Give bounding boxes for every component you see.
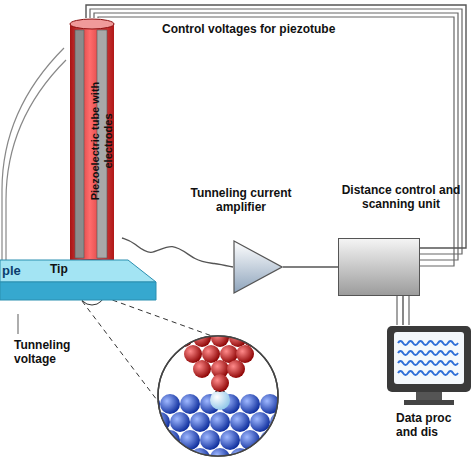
sample-atom <box>210 412 230 432</box>
tunnel-gap <box>215 391 216 392</box>
node-text: ple <box>2 264 21 278</box>
sample-atom <box>140 394 160 414</box>
part-label: Tunneling voltage <box>14 338 94 366</box>
tunnel-gap <box>219 391 220 392</box>
node-text: Data proc and dis <box>396 411 472 439</box>
voltage-wire <box>17 314 18 334</box>
sample-slab <box>0 256 160 314</box>
sample-atom <box>250 412 270 432</box>
target-atom <box>210 390 230 410</box>
control-box <box>338 238 420 296</box>
edge-label: Control voltages for piezotube <box>160 22 337 36</box>
atoms <box>140 329 290 468</box>
node-text: Tunneling current amplifier <box>185 186 297 214</box>
tip-atom <box>184 345 202 363</box>
control-cable-strand <box>98 17 454 266</box>
tip-atom <box>193 360 211 378</box>
amplifier: Tunneling current amplifier <box>185 186 297 296</box>
sample-atom <box>180 394 200 414</box>
sample-atom <box>250 448 270 468</box>
zoom-rim <box>158 336 278 456</box>
tip-atom <box>202 345 220 363</box>
sample-atom <box>180 430 200 450</box>
display-cable-strand <box>396 296 397 325</box>
piezo-tube: Piezoelectric tube with electrodes <box>62 18 122 268</box>
control-unit: Distance control and scanning unit <box>332 183 470 298</box>
sample-atom <box>230 412 250 432</box>
control-cable-strand <box>90 9 462 254</box>
monitor: Data proc and dis <box>386 325 472 450</box>
sample: ple <box>0 256 160 314</box>
tip-atom <box>211 329 229 347</box>
node-text: Piezoelectric tube with electrodes <box>89 66 115 216</box>
sample-atom <box>220 430 240 450</box>
tip-atom <box>211 374 229 392</box>
sample-atom <box>140 430 160 450</box>
sample-atom <box>170 412 190 432</box>
zoom-line <box>82 301 160 404</box>
sample-atom <box>260 430 280 450</box>
sample-atom <box>270 448 290 468</box>
signal-wire <box>122 238 233 267</box>
sample-atom <box>160 394 180 414</box>
part-label: Tip <box>50 262 68 276</box>
tip-atom <box>236 345 254 363</box>
zoom-line <box>104 297 212 336</box>
sample-atom <box>210 448 230 468</box>
signal-wire <box>283 266 338 267</box>
sample-atom <box>150 448 170 468</box>
display-cable <box>402 296 403 325</box>
sample-atom <box>270 412 290 432</box>
tunnel-gap <box>223 391 224 392</box>
control-cable-strand <box>94 13 458 260</box>
display-cable-strand <box>408 296 409 325</box>
tip-atom <box>243 329 261 347</box>
sample-atom <box>190 412 210 432</box>
sample-atom <box>170 448 190 468</box>
sample-atom <box>230 448 250 468</box>
amplifier-triangle <box>233 240 283 294</box>
sample-atom <box>240 394 260 414</box>
sample-atom <box>200 430 220 450</box>
tip-atom <box>227 360 245 378</box>
control-cable <box>86 5 466 248</box>
monitor-shape <box>386 325 472 407</box>
tip-atom <box>175 329 193 347</box>
node-text: Distance control and scanning unit <box>332 183 470 211</box>
zoom-circle <box>158 336 278 456</box>
